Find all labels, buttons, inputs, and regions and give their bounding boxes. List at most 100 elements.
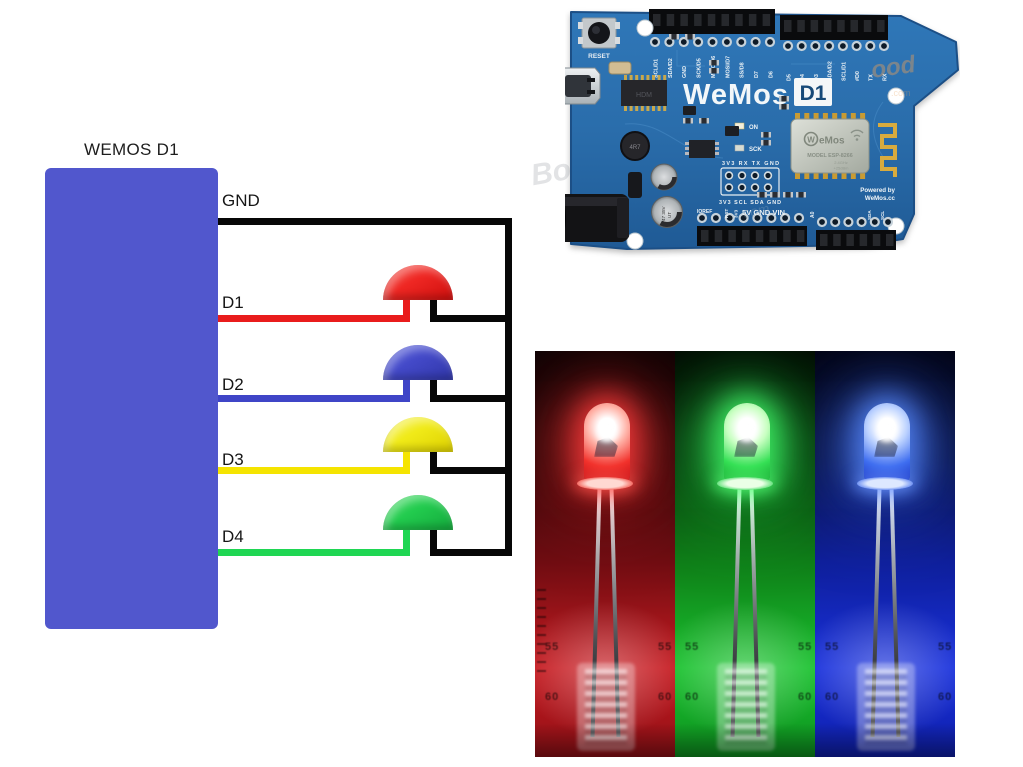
label-power-row: 5V GND VIN bbox=[742, 208, 785, 217]
blue-led-anode bbox=[403, 378, 410, 402]
ruler-mark-55: 55 bbox=[825, 641, 840, 653]
ruler-ticks bbox=[537, 589, 546, 675]
sck-led-label: SCK bbox=[749, 147, 762, 153]
label-ioref: IOREF bbox=[697, 209, 712, 215]
powered-by-line1: Powered by bbox=[860, 187, 895, 194]
top-header-left bbox=[649, 9, 775, 34]
blue-led-capsule bbox=[864, 403, 910, 481]
led-photo: 55 60 55 60 55 60 55 60 bbox=[535, 351, 955, 757]
led-flange bbox=[717, 477, 773, 490]
module-logo: eMos bbox=[819, 136, 845, 147]
inductor: 4R7 bbox=[620, 131, 650, 161]
d4-wire bbox=[218, 549, 410, 556]
pin-label-scl-d1-r: SCL/D1 bbox=[841, 62, 847, 81]
red-led-gnd-link bbox=[430, 315, 512, 322]
ruler-mark-60: 60 bbox=[825, 691, 840, 703]
d1-wire bbox=[218, 315, 410, 322]
red-led-cathode bbox=[430, 298, 437, 322]
diagram-title: WEMOS D1 bbox=[84, 140, 179, 159]
bottom-header-analog bbox=[816, 230, 896, 250]
led-panel-green: 55 60 55 60 bbox=[675, 351, 815, 757]
pin-label-sda-d2: SDA/D2 bbox=[668, 58, 674, 78]
ruler-mark-55: 55 bbox=[545, 641, 560, 653]
surface-glow bbox=[535, 562, 675, 757]
pin-label-gnd: GND bbox=[682, 66, 688, 78]
label-a0: A0 bbox=[810, 211, 816, 218]
ruler-mark-55: 55 bbox=[658, 641, 673, 653]
yellow-led-cathode bbox=[430, 450, 437, 474]
pin-label-d3: D3 bbox=[814, 74, 820, 81]
sck-led bbox=[734, 144, 745, 152]
module-spec2: +25dBm bbox=[833, 166, 849, 171]
pin-label-mosi-d7: MOSI/D7 bbox=[725, 56, 731, 78]
green-led-capsule bbox=[724, 403, 770, 481]
red-led-anode bbox=[403, 298, 410, 322]
led-hotspot bbox=[873, 423, 901, 443]
pin-label-scl-d1: SCL/D1 bbox=[653, 59, 659, 78]
ruler-mark-60: 60 bbox=[685, 691, 700, 703]
breadboard-base bbox=[577, 663, 635, 751]
breadboard-base bbox=[717, 663, 775, 751]
capacitor-large: 47 35V UT bbox=[651, 196, 683, 228]
chip-marking: HDM bbox=[636, 92, 652, 99]
watermark-mid: com bbox=[742, 200, 772, 221]
pin-label-tx: TX bbox=[869, 74, 875, 81]
antenna-trace bbox=[878, 123, 897, 177]
pin-label-d2: D2 bbox=[222, 375, 244, 394]
surface-glow bbox=[675, 562, 815, 757]
pin-label-d0: #D0 bbox=[855, 71, 861, 81]
pin-label-ss-d8: SS/D8 bbox=[740, 62, 746, 78]
capacitor-small bbox=[650, 163, 678, 191]
led-hotspot bbox=[593, 423, 621, 443]
led-symbol-red bbox=[383, 265, 453, 300]
crystal bbox=[608, 61, 632, 75]
pin-label-d6: D6 bbox=[768, 71, 774, 78]
pin-label-d1: D1 bbox=[222, 293, 244, 312]
blue-led-cathode bbox=[430, 378, 437, 402]
wemos-board-photo: SCL/D1 SDA/D2 GND SCK/D5 MISO/D6 MOSI/D7… bbox=[556, 6, 960, 258]
d1-badge-text: D1 bbox=[800, 82, 827, 105]
board-logo: WeMos bbox=[683, 79, 789, 111]
wemos-board-svg: SCL/D1 SDA/D2 GND SCK/D5 MISO/D6 MOSI/D7… bbox=[556, 9, 959, 250]
ruler-mark-60: 60 bbox=[658, 691, 673, 703]
ruler-mark-60: 60 bbox=[938, 691, 953, 703]
micro-usb-port bbox=[562, 67, 601, 105]
pin-label-rx: RX bbox=[882, 73, 888, 81]
pin-label-d7: D7 bbox=[754, 71, 760, 78]
pin-label-d4: D4 bbox=[800, 74, 806, 81]
ruler-mark-55: 55 bbox=[798, 641, 813, 653]
ruler-mark-55: 55 bbox=[685, 641, 700, 653]
inductor-label: 4R7 bbox=[629, 145, 641, 151]
led-hotspot bbox=[733, 423, 761, 443]
wifi-icon bbox=[850, 129, 864, 138]
surface-glow bbox=[815, 562, 955, 757]
soic8-chip bbox=[685, 140, 719, 158]
led-flange bbox=[857, 477, 913, 490]
bottom-pin-labels: IOREF RST 3V3 5V GND VIN A0 SDA SCL bbox=[697, 208, 885, 220]
bottom-header-power bbox=[697, 226, 807, 246]
usb-serial-chip: HDM bbox=[621, 75, 667, 111]
green-led-cathode bbox=[430, 528, 437, 556]
d1-badge: D1 bbox=[794, 78, 832, 106]
on-led-label: ON bbox=[749, 125, 758, 131]
top-pin-labels: SCL/D1 SDA/D2 GND SCK/D5 MISO/D6 MOSI/D7… bbox=[653, 56, 888, 81]
d3-wire bbox=[218, 467, 410, 474]
cap-label: 47 35V bbox=[661, 206, 666, 221]
label-scl: SCL bbox=[880, 211, 885, 220]
pin-label-d4: D4 bbox=[222, 527, 244, 546]
mcu-body bbox=[45, 168, 218, 629]
yellow-led-gnd-link bbox=[430, 467, 512, 474]
ground-bus bbox=[505, 218, 512, 556]
ruler-mark-60: 60 bbox=[545, 691, 560, 703]
tantalum-cap bbox=[628, 172, 642, 198]
smd-parts bbox=[669, 34, 806, 198]
pin-label-sda-d2-r: SDA/D2 bbox=[828, 61, 834, 81]
led-symbol-green bbox=[383, 495, 453, 530]
pin-label-d3: D3 bbox=[222, 450, 244, 469]
serial-header-bottom-label: 3V3 SCL SDA GND bbox=[719, 200, 781, 206]
red-led-capsule bbox=[584, 403, 630, 481]
esp8266-module: W eMos MODEL ESP-8266 2.4GHz +25dBm bbox=[790, 113, 870, 179]
module-logo-w: W bbox=[807, 136, 815, 145]
reset-label: RESET bbox=[588, 53, 610, 60]
yellow-led-anode bbox=[403, 450, 410, 474]
